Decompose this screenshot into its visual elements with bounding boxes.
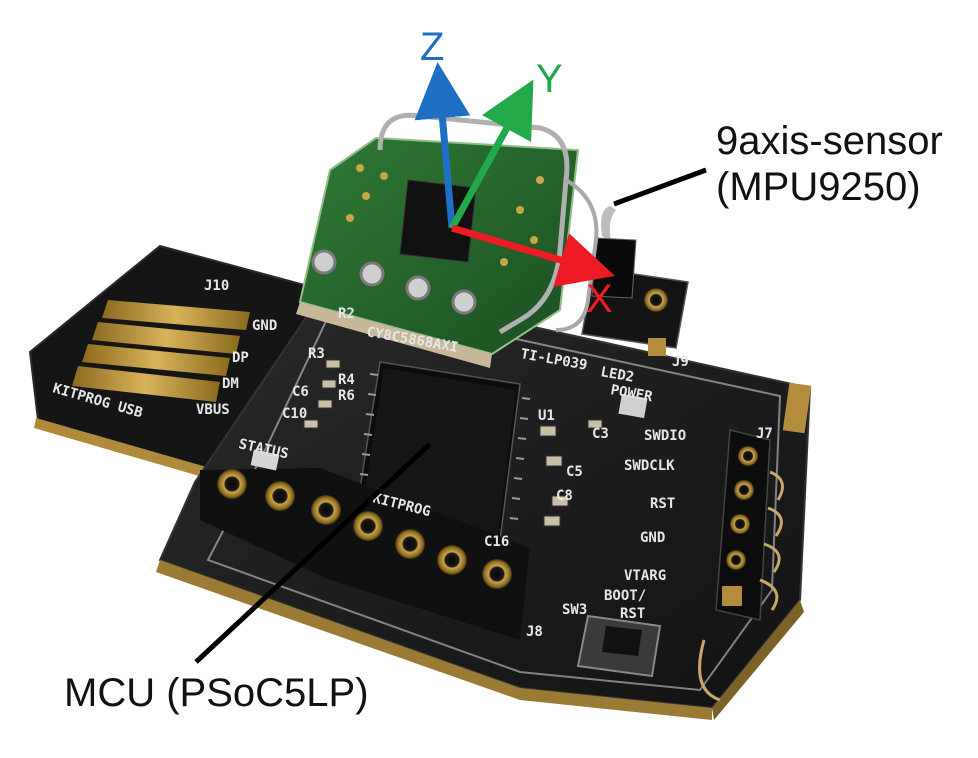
mcu-leader-line — [194, 442, 432, 664]
header-j7 — [698, 429, 784, 702]
passive-components — [303, 359, 603, 527]
label-c6: C6 — [292, 384, 309, 400]
x-axis-arrow — [451, 224, 615, 287]
label-gnd: GND — [252, 318, 277, 334]
label-c8: C8 — [556, 488, 573, 504]
label-c16: C16 — [484, 534, 509, 550]
label-vtarg: VTARG — [624, 568, 666, 584]
label-r4: R4 — [338, 372, 355, 388]
label-r3: R3 — [308, 346, 325, 362]
mcu-callout: MCU (PSoC5LP) — [64, 671, 369, 715]
axes-overlay: Z Y X — [414, 25, 615, 321]
label-rst: RST — [620, 606, 645, 622]
mcu-chip — [355, 361, 531, 541]
label-j7: J7 — [756, 426, 773, 442]
status-led — [250, 449, 280, 471]
power-led — [618, 393, 648, 419]
label-j9: J9 — [672, 354, 689, 370]
x-axis-label: X — [586, 277, 613, 321]
z-axis-arrow — [414, 62, 471, 229]
label-c10: C10 — [282, 406, 307, 422]
label-swdio: SWDIO — [644, 428, 686, 444]
label-power: POWER — [609, 382, 654, 405]
y-axis-arrow — [448, 79, 534, 230]
sensor-callout-model: (MPU9250) — [716, 165, 921, 209]
label-led2: LED2 — [599, 364, 635, 386]
label-j10: J10 — [204, 278, 229, 294]
reset-button — [576, 614, 662, 678]
usb-gold-fingers — [72, 300, 250, 402]
sensor-callout: 9axis-sensor (MPU9250) — [716, 118, 943, 210]
label-gnd-pin: GND — [640, 530, 665, 546]
label-u1: U1 — [538, 408, 555, 424]
label-c3: C3 — [592, 426, 609, 442]
y-axis-label: Y — [536, 57, 563, 101]
z-axis-label: Z — [420, 25, 444, 69]
label-r2: R2 — [338, 306, 355, 322]
label-sw3: SW3 — [562, 602, 587, 618]
label-dp: DP — [232, 350, 249, 366]
label-boot: BOOT/ — [604, 588, 646, 604]
label-dm: DM — [222, 376, 239, 392]
label-vbus: VBUS — [196, 402, 230, 418]
label-r6: R6 — [338, 388, 355, 404]
label-rst-pin: RST — [650, 496, 675, 512]
label-c5: C5 — [566, 464, 583, 480]
label-j8: J8 — [526, 624, 543, 640]
label-swdclk: SWDCLK — [624, 458, 675, 474]
header-socket-row — [200, 468, 530, 640]
sensor-leader-line — [613, 167, 707, 207]
sensor-callout-name: 9axis-sensor — [716, 119, 943, 163]
